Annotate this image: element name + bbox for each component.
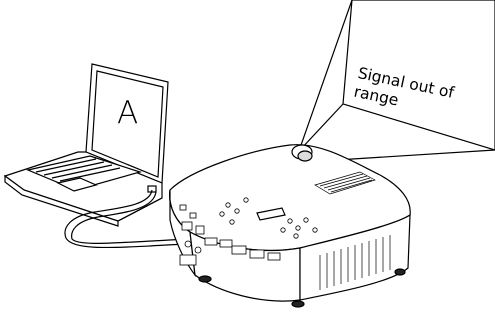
projector bbox=[170, 145, 411, 307]
laptop bbox=[5, 64, 168, 226]
laptop-screen-letter: A bbox=[117, 98, 138, 129]
